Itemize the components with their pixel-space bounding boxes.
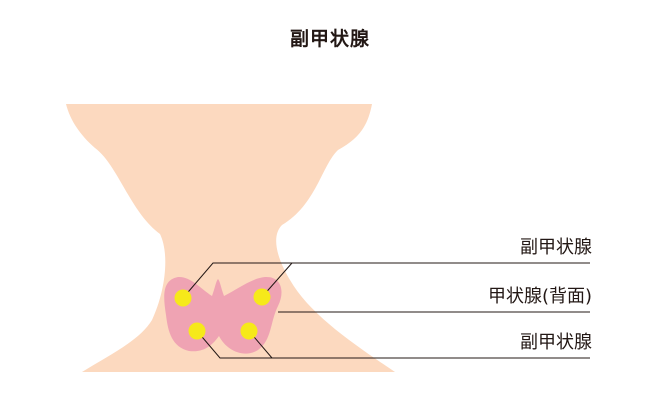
leader-line-parathyroid-bottom: [196, 330, 590, 359]
parathyroid-upper-left: [174, 289, 192, 307]
label-parathyroid-bottom: 副甲状腺: [520, 332, 592, 353]
diagram-title: 副甲状腺: [289, 28, 370, 50]
head-neck-silhouette: [66, 104, 395, 372]
parathyroid-lower-right: [240, 322, 258, 340]
label-parathyroid-top: 副甲状腺: [520, 237, 592, 258]
parathyroid-upper-right: [253, 288, 271, 306]
leader-line-parathyroid-top: [182, 262, 590, 299]
label-thyroid-back: 甲状腺(背面): [488, 286, 592, 307]
parathyroid-lower-left: [188, 322, 206, 340]
